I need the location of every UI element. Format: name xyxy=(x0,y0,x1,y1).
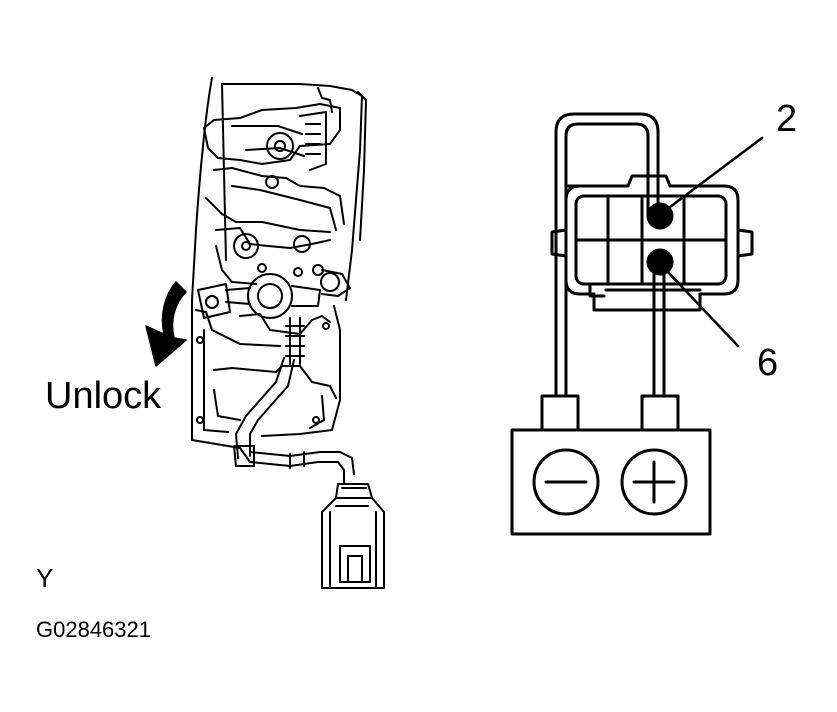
terminal-6-label: 6 xyxy=(757,342,779,384)
door-lock-assembly xyxy=(191,77,385,589)
figure-code: G02846321 xyxy=(36,617,151,642)
terminal-2-label: 2 xyxy=(776,98,798,140)
negative-terminal-icon xyxy=(532,448,600,516)
unlock-arrow-icon xyxy=(145,281,187,367)
unlock-label: Unlock xyxy=(45,375,162,417)
view-label: Y xyxy=(36,563,54,593)
connector-test-circuit xyxy=(510,112,764,536)
positive-terminal-icon xyxy=(620,448,688,516)
